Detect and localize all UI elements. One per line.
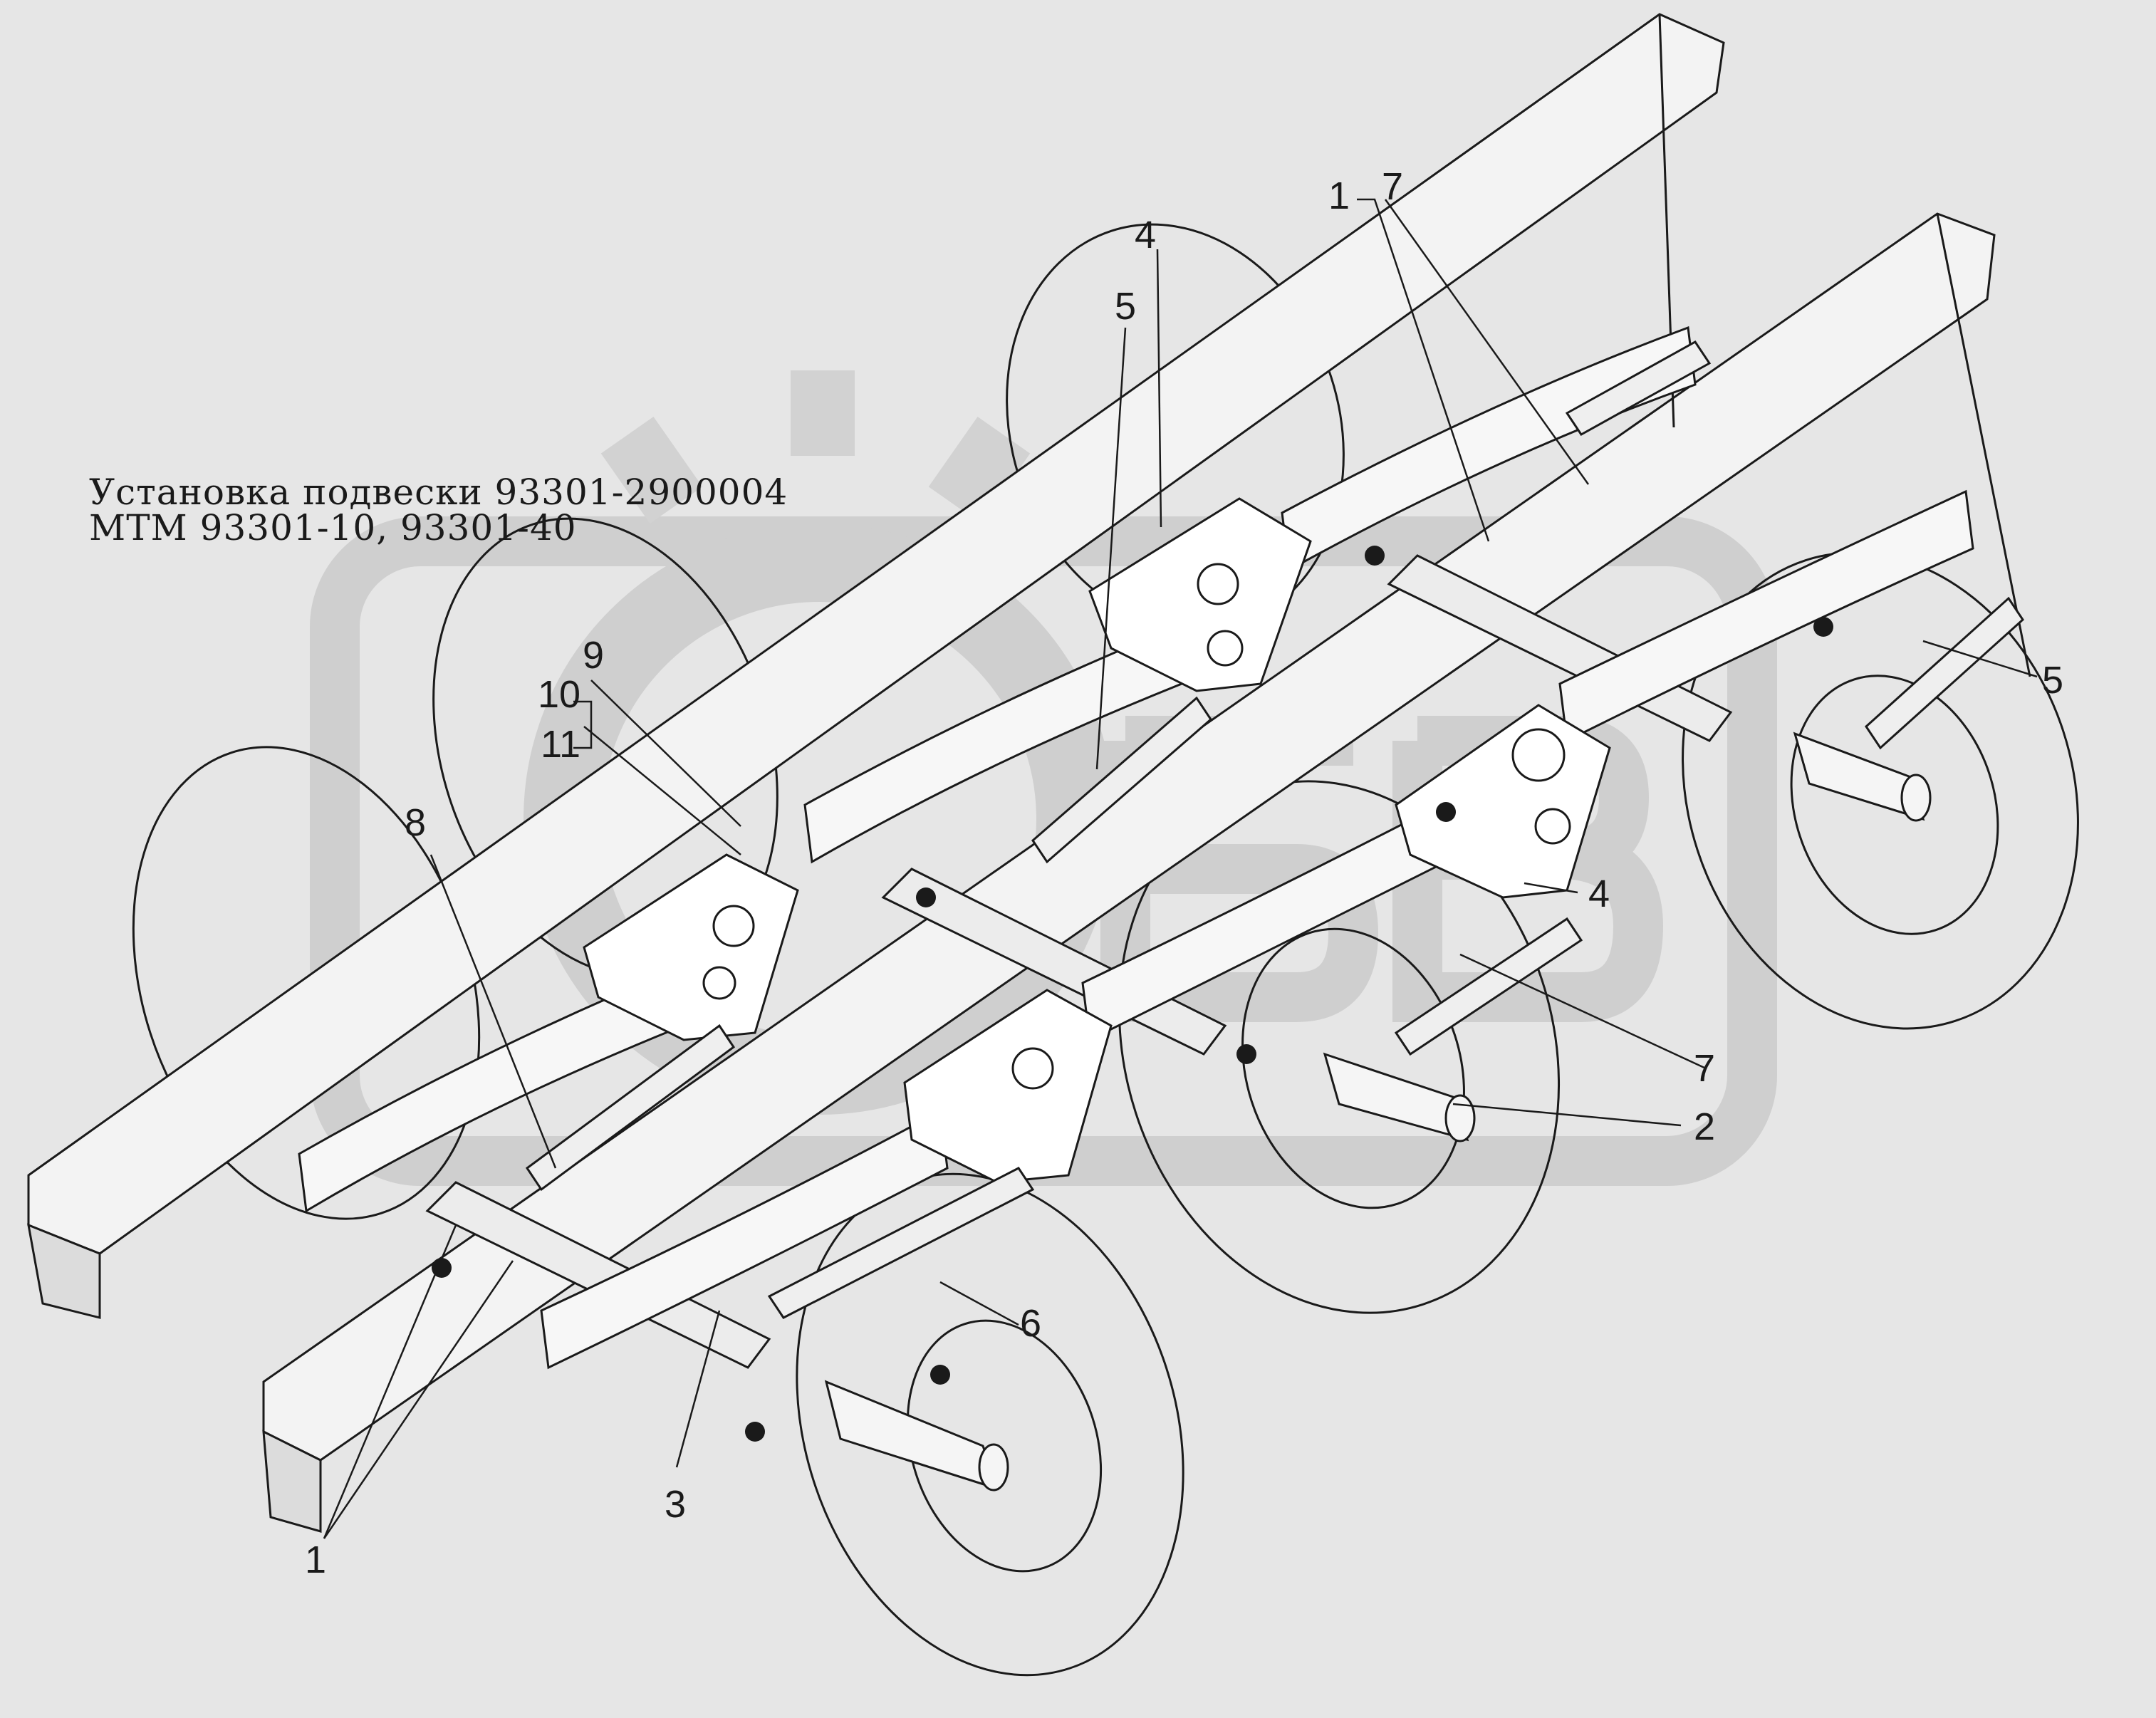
callout-1-top: 1	[1328, 175, 1350, 217]
callout-6: 6	[1019, 1302, 1042, 1345]
callout-7-right: 7	[1693, 1047, 1716, 1090]
reaction-rods	[525, 340, 2024, 1319]
bolts	[432, 546, 1833, 1442]
bracket-center	[903, 989, 1113, 1184]
title-line-2: МТМ 93301-10, 93301-40	[89, 507, 577, 548]
axle-stubs	[824, 732, 1932, 1491]
leaf-spring-rear-right	[1558, 489, 1974, 743]
callout-1-bottom: 1	[304, 1539, 327, 1581]
wheel-rear-left-far-rim	[1241, 927, 1465, 1209]
callout-3: 3	[664, 1483, 687, 1526]
rod-right	[1865, 596, 2024, 750]
title-line-1: Установка подвески 93301-2900004	[89, 472, 788, 513]
frame-rails	[27, 13, 2031, 1533]
callout-4-top: 4	[1134, 214, 1157, 256]
frame-rail-lower-web	[262, 1430, 322, 1533]
wheel-right-far	[1682, 551, 2079, 1030]
axle-stub-front	[824, 1380, 999, 1491]
rod-rear	[1565, 340, 1712, 436]
callout-10: 10	[537, 673, 581, 716]
wheel-right-far-rim	[1790, 675, 1999, 935]
leaf-springs	[298, 326, 1974, 1370]
leaf-spring-rear-left	[1281, 326, 1697, 572]
axle-stub-right	[1793, 732, 1925, 821]
bracket-front	[583, 853, 799, 1041]
callout-8: 8	[404, 801, 427, 844]
watermark-gear-teeth-icon	[600, 370, 1031, 524]
rod-center	[1394, 917, 1583, 1056]
rod-front	[525, 1024, 736, 1192]
wheel-front-near-rim	[906, 1319, 1103, 1573]
callout-4-right: 4	[1588, 873, 1610, 915]
rod-mid	[1031, 696, 1212, 864]
callout-5-top: 5	[1114, 285, 1137, 328]
callout-7-top: 7	[1381, 165, 1404, 208]
frame-rail-upper-web	[27, 1223, 101, 1319]
callout-11: 11	[540, 723, 581, 766]
axle-stub-center	[1323, 1052, 1469, 1142]
callout-9: 9	[582, 634, 605, 677]
balancer-brackets	[583, 497, 1611, 1184]
leader-lines	[323, 198, 2038, 1539]
leaf-spring-front-right	[540, 1109, 949, 1370]
rod-lower	[767, 1167, 1035, 1319]
callout-5-right: 5	[2041, 659, 2064, 702]
callout-2: 2	[1693, 1105, 1716, 1148]
